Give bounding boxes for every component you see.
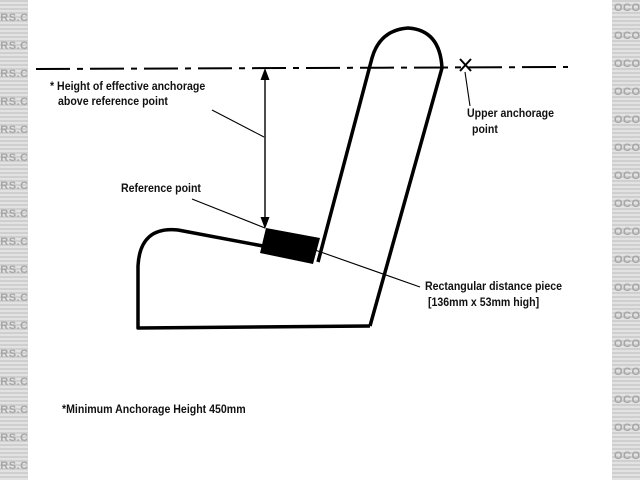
watermark-text: OCOST [614,450,640,462]
watermark-text: OCOST [614,282,640,294]
height-arrow-head-top [260,68,270,80]
anchorage-height-dashed-line [35,66,569,70]
seat-base-outline [136,227,371,330]
seat-back-outline [316,26,444,327]
watermark-text: DERS.C [0,404,28,416]
watermark-text: DERS.C [0,68,28,80]
watermark-text: DERS.C [0,320,28,332]
distance-piece-label-line2: [136mm x 53mm high] [428,297,540,309]
watermark-text: DERS.C [0,460,28,472]
watermark-text: DERS.C [0,236,28,248]
upper-anchorage-leader [464,71,471,107]
upper-anchorage-label-line2: point [472,124,498,136]
watermark-text: DERS.C [0,208,28,220]
watermark-text: OCOST [614,226,640,238]
watermark-text: OCOST [614,310,640,322]
reference-point-label: Reference point [121,183,201,195]
watermark-text: OCOST [614,86,640,98]
diagram-sheet [28,0,612,480]
watermark-text: DERS.C [0,152,28,164]
watermark-text: OCOST [614,366,640,378]
distance-piece-block [260,228,320,264]
minimum-height-footnote: *Minimum Anchorage Height 450mm [62,404,246,416]
distance-piece-label-line1: Rectangular distance piece [425,281,563,293]
watermark-text: DERS.C [0,292,28,304]
watermark-text: OCOST [614,170,640,182]
height-label-leader [211,109,265,138]
watermark-text: OCOST [614,30,640,42]
height-label-line2: above reference point [58,96,168,108]
watermark-text: DERS.C [0,96,28,108]
watermark-text: DERS.C [0,348,28,360]
watermark-text: OCOST [614,114,640,126]
watermark-text: OCOST [614,338,640,350]
watermark-text: OCOST [614,2,640,14]
watermark-text: OCOST [614,394,640,406]
height-arrow-head-bottom [260,217,270,229]
watermark-text: DERS.C [0,376,28,388]
watermark-text: DERS.C [0,124,28,136]
watermark-text: OCOST [614,58,640,70]
watermark-text: DERS.C [0,12,28,24]
watermark-text: DERS.C [0,40,28,52]
watermark-text: OCOST [614,198,640,210]
watermark-text: DERS.C [0,432,28,444]
left-watermark-border: DERS.C DERS.C DERS.C DERS.C DERS.C DERS.C DERS… [0,0,28,480]
upper-anchorage-label-line1: Upper anchorage [467,108,555,120]
watermark-text: OCOST [614,254,640,266]
watermark-text: OCOST [614,142,640,154]
right-watermark-border: OCOST OCOST OCOST OCOST OCOST OCOST OCOST OCOST… [612,0,640,480]
watermark-text: DERS.C [0,264,28,276]
reference-point-leader [191,198,266,229]
distance-piece-leader [314,249,421,288]
height-label-line1: * Height of effective anchorage [50,81,206,93]
watermark-text: OCOST [614,422,640,434]
upper-anchorage-x-marker [459,58,472,72]
watermark-text: DERS.C [0,180,28,192]
